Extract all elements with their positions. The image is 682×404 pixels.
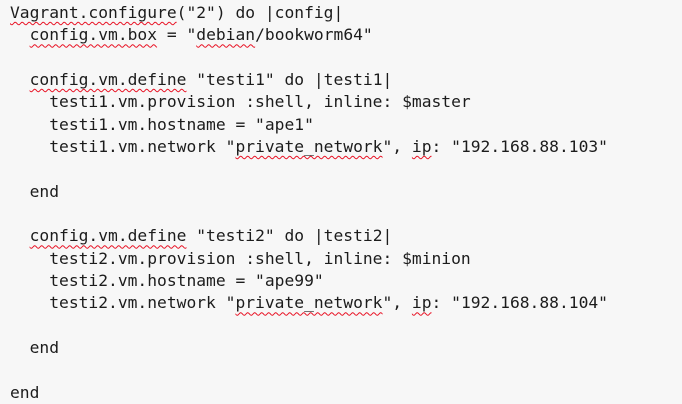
code-line: testi1.vm.provision :shell, inline: $mas… xyxy=(10,91,682,113)
code-text: testi2.vm.network " xyxy=(10,293,236,313)
code-line: testi1.vm.network "private_network", ip:… xyxy=(10,136,682,158)
code-text: ", xyxy=(382,293,412,313)
code-line: config.vm.define "testi2" do |testi2| xyxy=(10,225,682,247)
code-text: ("2") do |config| xyxy=(176,3,344,22)
code-line: testi1.vm.hostname = "ape1" xyxy=(10,114,682,136)
code-line: config.vm.box = "debian/bookworm64" xyxy=(10,24,682,46)
code-text: end xyxy=(10,337,60,357)
code-text: /bookworm64" xyxy=(255,25,373,45)
misspelled-word: Vagrant.configure xyxy=(10,3,177,22)
code-line xyxy=(10,359,682,381)
code-line: end xyxy=(10,337,682,359)
code-text: testi2.vm.provision :shell, inline: $min… xyxy=(10,248,471,268)
misspelled-word: ip xyxy=(411,136,432,156)
code-text: end xyxy=(10,382,40,402)
code-line: testi2.vm.hostname = "ape99" xyxy=(10,270,682,292)
code-line xyxy=(10,203,682,225)
code-text: "testi1" do |testi1| xyxy=(186,69,393,89)
code-line: end xyxy=(10,181,682,203)
code-line xyxy=(10,158,682,180)
code-text: testi1.vm.hostname = "ape1" xyxy=(10,114,314,134)
code-text: "testi2" do |testi2| xyxy=(186,226,393,246)
code-line: testi2.vm.provision :shell, inline: $min… xyxy=(10,248,682,270)
code-line: config.vm.define "testi1" do |testi1| xyxy=(10,69,682,91)
misspelled-word: config.vm.box xyxy=(29,25,158,45)
code-line: Vagrant.configure("2") do |config| xyxy=(10,2,682,24)
code-line xyxy=(10,47,682,69)
code-text xyxy=(10,25,30,44)
code-text: : "192.168.88.103" xyxy=(431,136,608,156)
misspelled-word: config.vm.define xyxy=(29,69,187,89)
code-text: = " xyxy=(157,25,197,45)
code-text xyxy=(10,70,30,89)
code-text: : "192.168.88.104" xyxy=(431,293,608,313)
code-text xyxy=(10,226,30,245)
misspelled-word: config.vm.define xyxy=(29,226,187,246)
code-line: testi2.vm.network "private_network", ip:… xyxy=(10,292,682,314)
code-text: ", xyxy=(382,136,412,156)
code-text: end xyxy=(10,181,60,201)
misspelled-word: private_network xyxy=(235,136,383,156)
misspelled-word: debian xyxy=(196,25,256,45)
code-text: testi1.vm.network " xyxy=(10,136,236,156)
misspelled-word: ip xyxy=(411,293,432,313)
code-text: testi2.vm.hostname = "ape99" xyxy=(10,270,324,290)
code-text: testi1.vm.provision :shell, inline: $mas… xyxy=(10,92,471,112)
code-line: end xyxy=(10,382,682,404)
code-line xyxy=(10,315,682,337)
misspelled-word: private_network xyxy=(235,293,383,313)
